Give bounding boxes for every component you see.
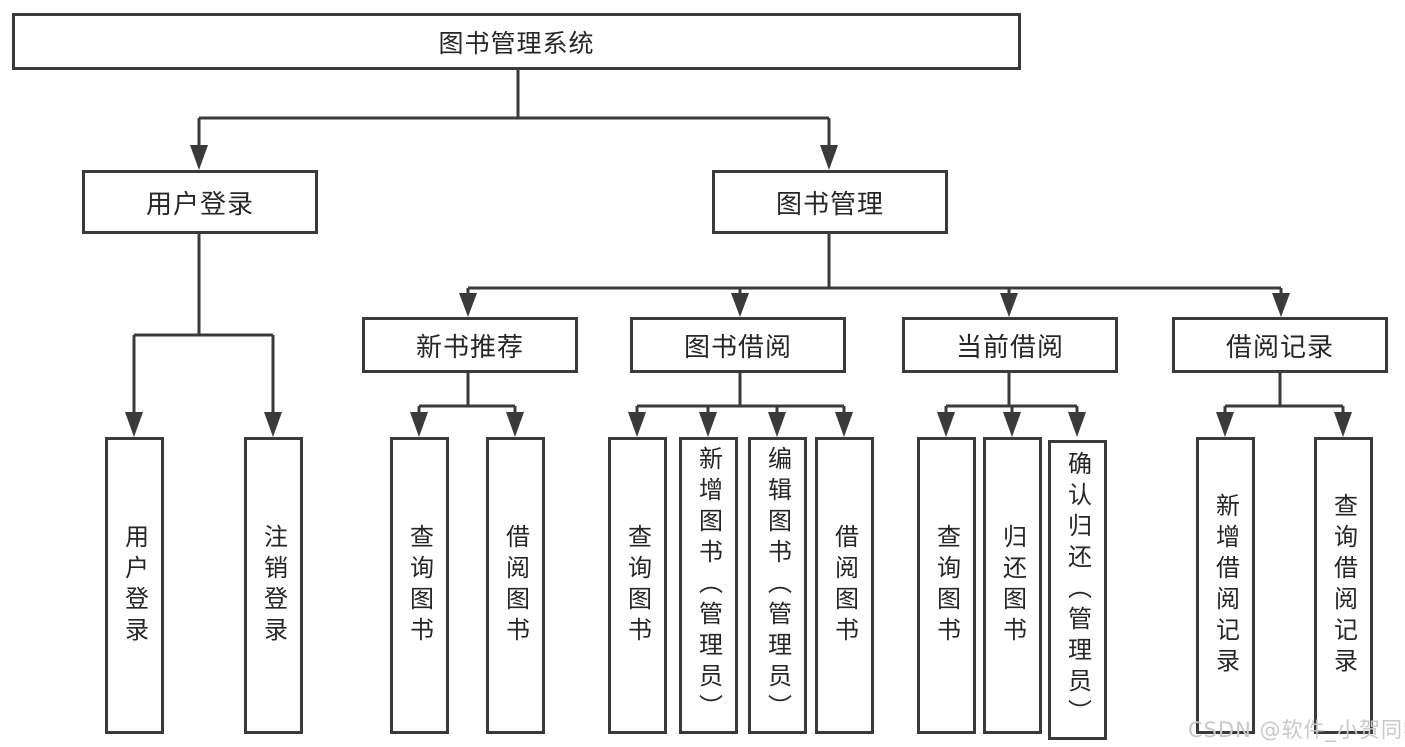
watermark: CSDN @软件_小贺同学 bbox=[1188, 718, 1405, 742]
tree-edges bbox=[132, 69, 1345, 415]
node-library-management-system: 图书管理系统 bbox=[12, 13, 1021, 70]
arrowhead-icon bbox=[628, 412, 646, 437]
leaf-label: 注销登录 bbox=[259, 523, 288, 648]
leaf-label: 新增图书（管理员） bbox=[694, 446, 723, 725]
arrowhead-icon bbox=[506, 412, 524, 437]
arrowhead-icon bbox=[1000, 293, 1018, 317]
node-borrowing-records: 借阅记录 bbox=[1172, 317, 1388, 373]
leaf-edit-book-admin: 编辑图书（管理员） bbox=[748, 437, 807, 734]
leaf-borrow-books-recommend: 借阅图书 bbox=[486, 437, 545, 734]
arrowhead-icon bbox=[190, 145, 208, 170]
node-book-borrowing: 图书借阅 bbox=[630, 317, 846, 373]
leaf-return-books: 归还图书 bbox=[983, 437, 1042, 734]
arrowhead-icon bbox=[731, 293, 749, 317]
node-label: 图书管理 bbox=[775, 189, 884, 220]
leaf-query-books-recommend: 查询图书 bbox=[390, 437, 449, 734]
node-label: 借阅记录 bbox=[1225, 332, 1334, 363]
leaf-add-borrow-record: 新增借阅记录 bbox=[1196, 437, 1255, 734]
leaf-label: 借阅图书 bbox=[830, 523, 859, 648]
leaf-label: 借阅图书 bbox=[501, 523, 530, 648]
leaf-logout: 注销登录 bbox=[244, 437, 303, 734]
node-label: 新书推荐 bbox=[415, 332, 524, 363]
leaf-label: 编辑图书（管理员） bbox=[763, 446, 792, 725]
arrowhead-icon bbox=[937, 412, 955, 437]
leaf-add-book-admin: 新增图书（管理员） bbox=[679, 437, 738, 734]
leaf-label: 查询图书 bbox=[623, 523, 652, 648]
arrowhead-icon bbox=[1334, 412, 1352, 437]
leaf-query-books-borrowing: 查询图书 bbox=[608, 437, 667, 734]
node-label: 图书借阅 bbox=[683, 332, 792, 363]
arrowhead-icon bbox=[820, 145, 838, 170]
leaf-borrow-books: 借阅图书 bbox=[815, 437, 874, 734]
arrowhead-icon bbox=[125, 412, 143, 437]
arrowhead-icon bbox=[410, 412, 428, 437]
arrowhead-icon bbox=[459, 293, 477, 317]
arrowhead-icon bbox=[835, 412, 853, 437]
leaf-query-books-current: 查询图书 bbox=[917, 437, 976, 734]
arrowhead-icon bbox=[1216, 412, 1234, 437]
node-label: 用户登录 bbox=[145, 189, 254, 220]
leaf-user-login: 用户登录 bbox=[105, 437, 164, 734]
leaf-label: 查询图书 bbox=[932, 523, 961, 648]
node-book-management: 图书管理 bbox=[712, 170, 948, 234]
arrowhead-icon bbox=[264, 412, 282, 437]
arrowhead-icon bbox=[1003, 412, 1021, 437]
leaf-label: 新增借阅记录 bbox=[1211, 492, 1240, 679]
leaf-query-borrow-record: 查询借阅记录 bbox=[1314, 437, 1373, 734]
node-user-login: 用户登录 bbox=[82, 170, 318, 234]
leaf-label: 查询图书 bbox=[405, 523, 434, 648]
arrowhead-icon bbox=[768, 412, 786, 437]
node-label: 当前借阅 bbox=[955, 332, 1064, 363]
node-current-borrowing: 当前借阅 bbox=[902, 317, 1118, 373]
leaf-confirm-return-admin: 确认归还（管理员） bbox=[1048, 440, 1107, 740]
arrowhead-icon bbox=[699, 412, 717, 437]
node-label: 图书管理系统 bbox=[438, 28, 595, 58]
leaf-label: 用户登录 bbox=[120, 523, 149, 648]
arrowhead-icon bbox=[1272, 293, 1290, 317]
leaf-label: 确认归还（管理员） bbox=[1063, 450, 1092, 730]
leaf-label: 查询借阅记录 bbox=[1329, 492, 1358, 679]
leaf-label: 归还图书 bbox=[998, 523, 1027, 648]
arrowhead-icon bbox=[1068, 412, 1086, 437]
node-new-book-recommendation: 新书推荐 bbox=[362, 317, 578, 373]
